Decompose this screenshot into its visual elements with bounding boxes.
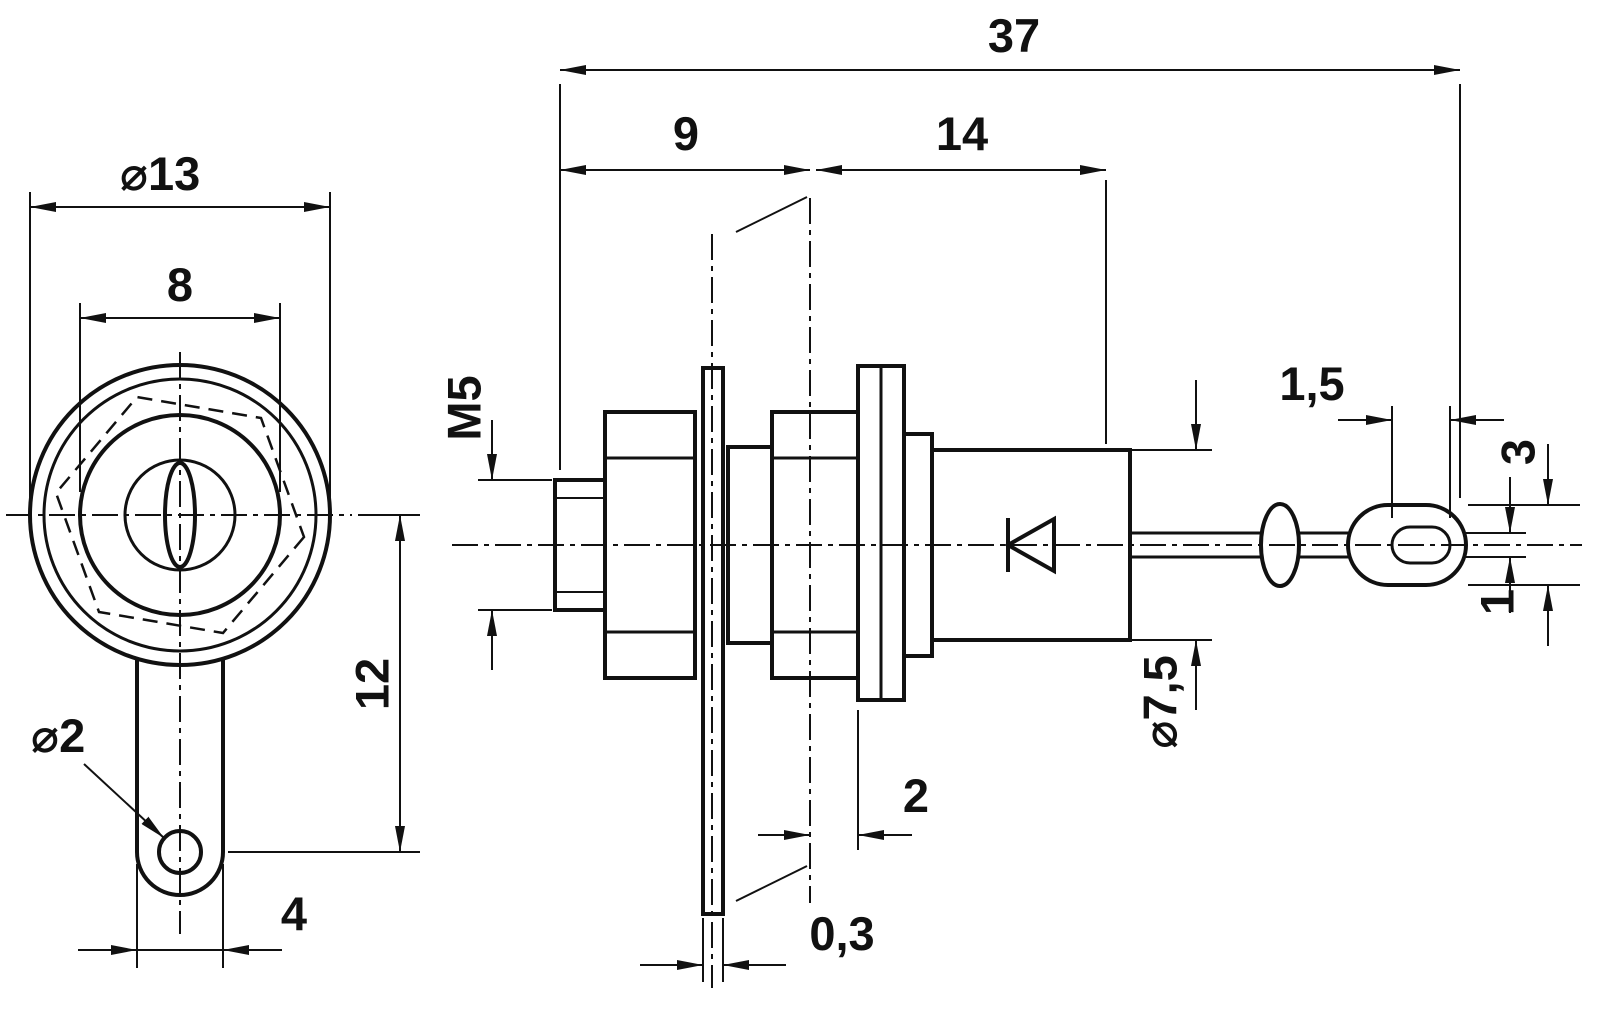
front-view: ⌀13 8 12 ⌀2 4 (28, 147, 420, 968)
dim-label-wire-diameter: 1 (1471, 589, 1524, 615)
dim-terminal-hole-width: 1,5 (1279, 357, 1504, 518)
hex-outline-hidden (54, 395, 306, 635)
dim-lug-hole-diameter: ⌀2 (31, 709, 165, 839)
dim-lug-width: 4 (78, 864, 307, 968)
dim-label-lug-length: 12 (346, 658, 399, 710)
dim-label-front-section-length: 9 (673, 107, 699, 160)
dim-label-front-bore-width: 8 (167, 258, 193, 311)
dim-front-bore-width: 8 (79, 258, 281, 492)
dim-label-lug-width: 4 (281, 887, 307, 940)
dim-front-outer-diameter: ⌀13 (29, 147, 331, 498)
dim-label-front-outer-diameter: ⌀13 (120, 147, 201, 200)
dim-lug-length: 12 (228, 514, 420, 853)
centerline-jog-bottom (735, 865, 808, 902)
dim-panel-offset: 2 (758, 710, 929, 850)
dim-wire-diameter: 1 (1466, 477, 1526, 615)
dim-front-section-length: 9 (560, 107, 810, 175)
lead-wire (1130, 531, 1352, 559)
dim-body-section-length: 14 (816, 107, 1107, 444)
dim-plate-thickness: 0,3 (640, 907, 875, 982)
dim-body-diameter: ⌀7,5 (1132, 380, 1212, 749)
dim-label-thread-size: M5 (438, 375, 491, 440)
dim-label-terminal-height: 3 (1492, 439, 1545, 465)
dim-overall-length: 37 (559, 9, 1461, 498)
dim-thread-size: M5 (438, 375, 552, 670)
dim-label-panel-offset: 2 (903, 769, 929, 822)
centerlines (6, 196, 1582, 988)
dim-label-lug-hole-diameter: ⌀2 (31, 709, 85, 762)
dim-label-body-section-length: 14 (936, 107, 988, 160)
dim-label-terminal-hole-width: 1,5 (1279, 357, 1344, 410)
side-view: 37 9 14 M5 ⌀7,5 (438, 9, 1580, 982)
dim-terminal-height: 3 (1468, 439, 1580, 646)
dim-label-body-diameter: ⌀7,5 (1134, 655, 1187, 749)
dim-label-overall-length: 37 (988, 9, 1040, 62)
centerline-jog-top (735, 196, 808, 233)
dim-label-plate-thickness: 0,3 (809, 907, 874, 960)
